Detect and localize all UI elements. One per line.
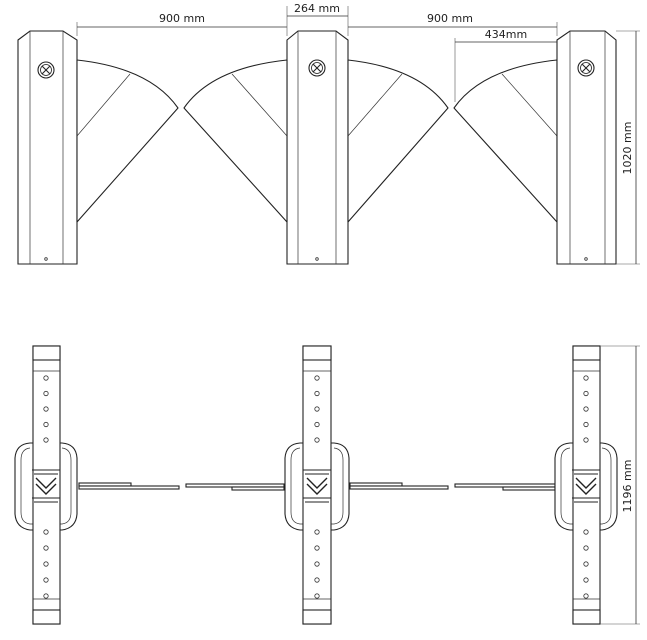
- dimension-cabinet-width: 264 mm: [286, 2, 349, 36]
- mounting-dot: [583, 561, 589, 567]
- mounting-dot: [314, 529, 320, 535]
- front-flap-center-right: [347, 59, 449, 223]
- cross-indicator-icon: [37, 61, 55, 79]
- mounting-dot: [583, 437, 589, 443]
- mounting-dots-center: [314, 375, 320, 599]
- mounting-dot: [583, 593, 589, 599]
- front-view: 900 mm 264 mm 900 mm 434mm 1020 mm: [17, 2, 640, 265]
- mounting-dot: [43, 421, 49, 428]
- dimension-top-height: 1196 mm: [600, 345, 640, 625]
- dim-label-top-height: 1196 mm: [621, 460, 634, 513]
- front-flap-right: [453, 59, 558, 223]
- mounting-dot: [314, 421, 320, 428]
- mounting-dot: [43, 561, 49, 567]
- mounting-dot: [43, 437, 49, 443]
- dimension-flap-width: 434mm: [454, 28, 557, 102]
- mounting-dot: [314, 375, 320, 381]
- arrow-logo-icon: [572, 469, 600, 503]
- top-arm-right: [454, 483, 556, 491]
- mounting-dot: [583, 421, 589, 428]
- cross-indicator-icon: [577, 59, 595, 77]
- mounting-dot: [43, 375, 49, 381]
- mounting-dot: [43, 593, 49, 599]
- mounting-dot: [583, 577, 589, 583]
- arrow-logo-icon: [303, 469, 331, 503]
- dimension-left-passage: 900 mm: [76, 12, 287, 36]
- mounting-dot: [314, 577, 320, 583]
- mounting-dot: [43, 390, 49, 397]
- mounting-dot: [314, 406, 320, 412]
- arrow-logo-icon: [32, 469, 60, 503]
- mounting-dot: [583, 406, 589, 412]
- top-arm-center-left: [185, 483, 285, 491]
- dim-label-left-passage: 900 mm: [159, 12, 205, 25]
- front-cabinet-right: [556, 30, 617, 265]
- top-arm-center-right: [349, 482, 449, 490]
- front-cabinet-center: [286, 30, 349, 265]
- mounting-dot: [314, 593, 320, 599]
- mounting-dot: [43, 529, 49, 535]
- mounting-dot: [583, 529, 589, 535]
- mounting-dots-right: [583, 375, 589, 599]
- top-view: 1196 mm: [14, 345, 640, 625]
- mounting-dot: [43, 577, 49, 583]
- mounting-dot: [314, 561, 320, 567]
- mounting-dot: [583, 390, 589, 397]
- mounting-dots-left: [43, 375, 49, 599]
- dim-label-cabinet-width: 264 mm: [294, 2, 340, 15]
- mounting-dot: [583, 375, 589, 381]
- front-cabinet-left: [17, 30, 78, 265]
- dim-label-front-height: 1020 mm: [621, 122, 634, 175]
- dimension-right-passage: 900 mm: [348, 12, 558, 36]
- cross-indicator-icon: [308, 59, 326, 77]
- front-flap-center-left: [183, 59, 288, 223]
- mounting-dot: [583, 545, 589, 551]
- mounting-dot: [314, 545, 320, 551]
- mounting-dot: [43, 406, 49, 412]
- top-arm-left: [78, 482, 180, 490]
- dim-label-flap-width: 434mm: [485, 28, 527, 41]
- mounting-dot: [314, 437, 320, 443]
- mounting-dot: [314, 390, 320, 397]
- dimension-front-height: 1020 mm: [616, 30, 640, 265]
- mounting-dot: [43, 545, 49, 551]
- front-flap-left: [76, 59, 179, 223]
- dim-label-right-passage: 900 mm: [427, 12, 473, 25]
